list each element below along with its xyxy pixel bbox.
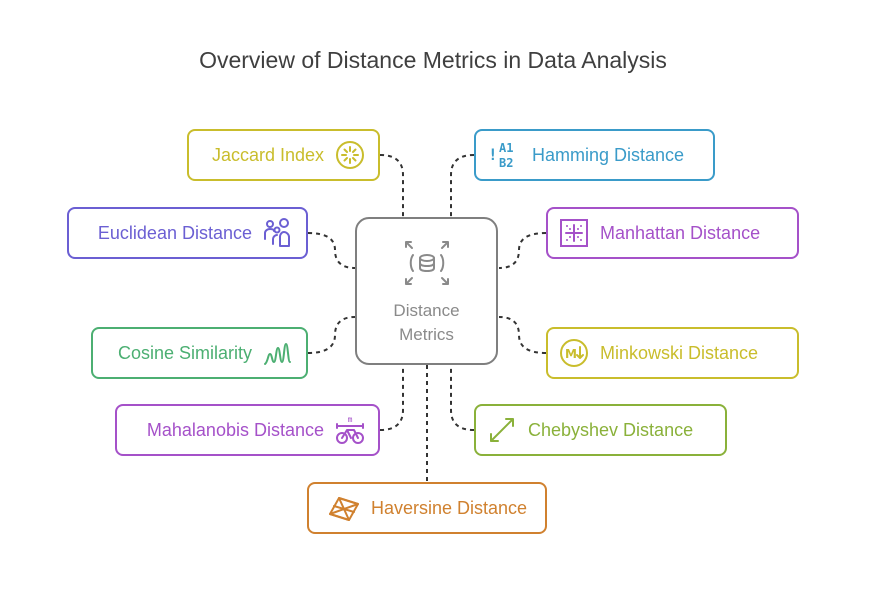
node-haversine-distance: Haversine Distance xyxy=(307,482,547,534)
node-euclidean-distance: Euclidean Distance xyxy=(67,207,308,259)
people-icon xyxy=(262,217,294,249)
wave-icon xyxy=(262,337,294,369)
svg-text:A1: A1 xyxy=(499,141,513,155)
database-expand-icon xyxy=(403,239,451,292)
connector-cosine xyxy=(307,316,356,354)
node-label: Hamming Distance xyxy=(532,144,685,165)
center-label: Distance Metrics xyxy=(393,301,460,344)
node-label: Cosine Similarity xyxy=(117,342,252,363)
connector-mahalanobis xyxy=(379,365,404,431)
center-node: Distance Metrics xyxy=(355,217,498,365)
alphanumeric-grid-icon: ! A1 B2 xyxy=(486,139,522,171)
node-label: Haversine Distance xyxy=(370,497,528,518)
connector-chebyshev xyxy=(450,365,475,431)
node-label: Euclidean Distance xyxy=(97,222,252,243)
connector-manhattan xyxy=(498,232,547,269)
diagram-title: Overview of Distance Metrics in Data Ana… xyxy=(199,47,667,73)
connector-minkowski xyxy=(498,316,547,354)
node-label: Mahalanobis Distance xyxy=(146,419,324,440)
bike-measure-icon: m xyxy=(334,414,366,446)
node-label: Chebyshev Distance xyxy=(528,419,694,440)
svg-text:M: M xyxy=(565,347,577,361)
node-cosine-similarity: Cosine Similarity xyxy=(91,327,308,379)
connector-euclidean xyxy=(307,232,356,269)
node-manhattan-distance: Manhattan Distance xyxy=(546,207,799,259)
sun-dial-icon xyxy=(334,139,366,171)
m-arrow-circle-icon: M xyxy=(558,337,590,369)
globe-network-icon xyxy=(327,492,361,524)
node-jaccard-index: Jaccard Index xyxy=(187,129,380,181)
svg-text:!: ! xyxy=(488,145,498,164)
node-label: Minkowski Distance xyxy=(600,342,759,363)
node-chebyshev-distance: Chebyshev Distance xyxy=(474,404,727,456)
node-label: Jaccard Index xyxy=(211,144,324,165)
node-hamming-distance: ! A1 B2 Hamming Distance xyxy=(474,129,715,181)
diagonal-arrow-icon xyxy=(486,414,518,446)
node-label: Manhattan Distance xyxy=(600,222,761,243)
node-mahalanobis-distance: Mahalanobis Distance m xyxy=(115,404,380,456)
connector-hamming xyxy=(450,154,475,217)
grid-move-icon xyxy=(558,217,590,249)
svg-text:B2: B2 xyxy=(499,156,513,170)
svg-text:m: m xyxy=(348,415,353,424)
connector-jaccard xyxy=(379,154,404,217)
node-minkowski-distance: M Minkowski Distance xyxy=(546,327,799,379)
